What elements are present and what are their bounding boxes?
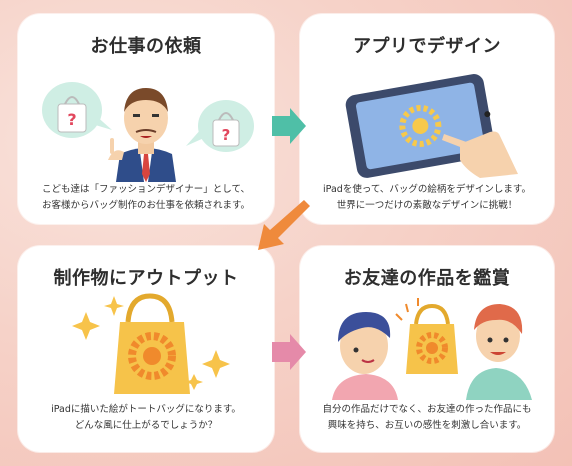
sun-pattern-icon bbox=[128, 332, 176, 380]
step-title: 制作物にアウトプット bbox=[53, 268, 239, 289]
description-line: お客様からバッグ制作のお仕事を依頼されます。 bbox=[41, 200, 251, 211]
description-line: iPadを使って、バッグの絵柄をデザインします。 bbox=[323, 184, 531, 195]
step-panel-appreciation: お友達の作品を鑑賞 bbox=[300, 246, 554, 452]
tablet-design-illustration bbox=[345, 74, 518, 178]
finished-tote-bag-illustration bbox=[72, 293, 230, 394]
step-panel-job-request: お仕事の依頼 ? ? bbox=[18, 14, 274, 224]
step-panel-output: 制作物にアウトプット iPadに描いた絵がトートバッグになります。 どんな風に仕… bbox=[18, 246, 274, 452]
child-left-icon bbox=[332, 312, 398, 400]
tote-bag-icon bbox=[114, 293, 190, 394]
sparkle-lines-icon bbox=[395, 298, 419, 321]
question-mark-icon: ? bbox=[67, 110, 76, 129]
step-title: お仕事の依頼 bbox=[90, 36, 202, 57]
step-panel-app-design: アプリでデザイン iPadを使って、バッグの絵柄をデザインします。 世界に一つだ… bbox=[300, 14, 554, 224]
speech-bubble-left-icon: ? bbox=[42, 82, 112, 138]
tote-bag-icon bbox=[406, 303, 458, 374]
step-description: 自分の作品だけでなく、お友達の作った作品にも 興味を持ち、お互いの感性を刺激し合… bbox=[310, 402, 544, 434]
sparkle-icon bbox=[72, 296, 230, 390]
child-right-icon bbox=[466, 304, 532, 400]
arrow-right-icon bbox=[272, 108, 306, 144]
step-title: お友達の作品を鑑賞 bbox=[343, 268, 511, 289]
client-with-question-bags-illustration: ? ? bbox=[42, 82, 254, 182]
speech-bubble-right-icon: ? bbox=[186, 100, 254, 152]
step-description: こども達は「ファッションデザイナー」として、 お客様からバッグ制作のお仕事を依頼… bbox=[28, 182, 264, 214]
description-line: iPadに描いた絵がトートバッグになります。 bbox=[51, 404, 241, 415]
description-line: 世界に一つだけの素敵なデザインに挑戦！ bbox=[336, 200, 518, 211]
description-line: こども達は「ファッションデザイナー」として、 bbox=[41, 184, 251, 195]
step-title: アプリでデザイン bbox=[353, 36, 501, 57]
pointing-hand-icon bbox=[442, 131, 518, 178]
description-line: どんな風に仕上がるでしょうか？ bbox=[74, 420, 218, 431]
step-description: iPadに描いた絵がトートバッグになります。 どんな風に仕上がるでしょうか？ bbox=[28, 402, 264, 434]
step-description: iPadを使って、バッグの絵柄をデザインします。 世界に一つだけの素敵なデザイン… bbox=[310, 182, 544, 214]
description-line: 興味を持ち、お互いの感性を刺激し合います。 bbox=[327, 420, 527, 431]
tablet-icon bbox=[345, 74, 495, 178]
question-mark-icon: ? bbox=[222, 126, 231, 144]
sun-pattern-icon bbox=[416, 332, 448, 364]
arrow-right-icon bbox=[272, 334, 306, 370]
arrow-down-left-icon bbox=[258, 200, 310, 250]
sun-pattern-icon bbox=[399, 104, 442, 147]
description-line: 自分の作品だけでなく、お友達の作った作品にも bbox=[322, 404, 532, 415]
businessman-icon bbox=[108, 88, 176, 182]
children-sharing-bags-illustration bbox=[332, 298, 532, 400]
